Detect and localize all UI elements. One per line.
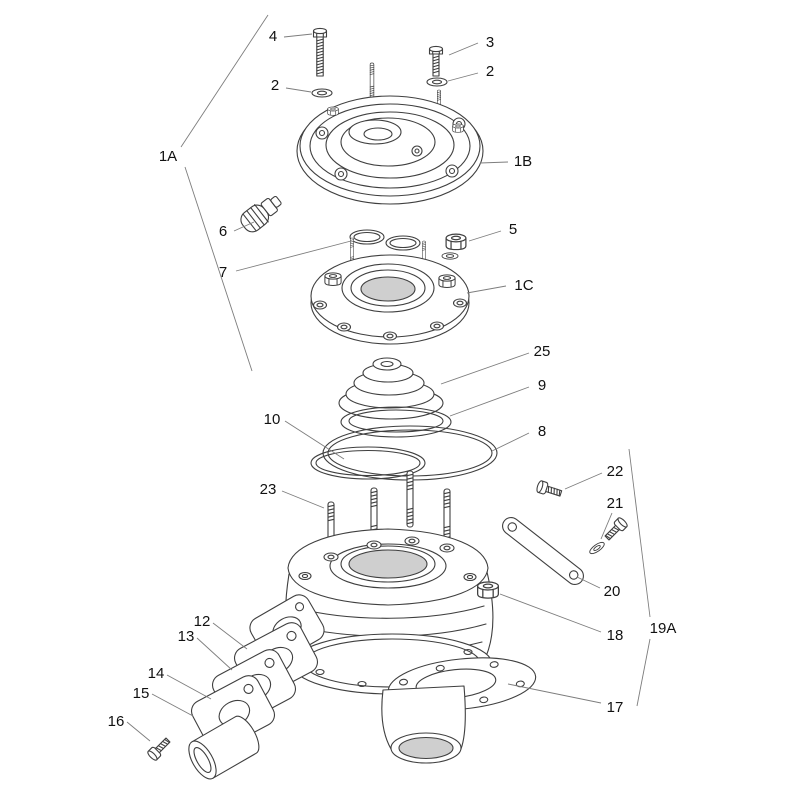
callout-16: 16 (108, 713, 125, 730)
callout-4: 4 (269, 28, 277, 45)
leader-22 (564, 472, 603, 490)
small-screw-21 (602, 515, 630, 543)
leader-17 (507, 683, 602, 704)
callout-1B: 1B (514, 153, 532, 170)
leader-8 (491, 432, 530, 452)
leader-lines (126, 33, 613, 742)
callout-12: 12 (194, 613, 211, 630)
callout-20: 20 (604, 583, 621, 600)
leader-2-right (447, 72, 479, 82)
exhaust-bolt-16 (145, 735, 173, 763)
callout-23: 23 (260, 481, 277, 498)
group-bracket-1A (180, 14, 269, 372)
callout-5: 5 (509, 221, 517, 238)
callout-14: 14 (148, 665, 165, 682)
leader-25 (440, 352, 530, 385)
callout-7: 7 (219, 264, 227, 281)
leader-20 (576, 576, 601, 589)
exhaust-spacer (188, 715, 260, 780)
callout-1C: 1C (514, 277, 533, 294)
callout-2-right: 2 (486, 63, 494, 80)
leader-10 (284, 420, 345, 460)
callout-18: 18 (607, 627, 624, 644)
callout-1A: 1A (159, 148, 177, 165)
small-screw-22 (535, 479, 564, 500)
short-bolt-3 (428, 45, 444, 77)
cylinder-skirt (381, 685, 466, 764)
o-ring-pair (349, 229, 421, 251)
washer-2-left (311, 88, 333, 98)
leader-21 (600, 512, 613, 540)
callout-labels: 4 3 2 2 1A 1B 6 5 7 1C 25 9 10 8 22 21 2… (108, 28, 677, 730)
callout-9: 9 (538, 377, 546, 394)
flange-stud-holes (298, 536, 477, 582)
insert-ring (340, 406, 452, 438)
callout-6: 6 (219, 223, 227, 240)
leader-16 (126, 721, 151, 742)
hex-nut-5 (441, 233, 467, 260)
leader-3 (448, 42, 479, 56)
callout-3: 3 (486, 34, 494, 51)
leader-1C (466, 285, 507, 294)
leader-15 (151, 693, 194, 717)
leader-23 (281, 490, 325, 509)
callout-13: 13 (178, 628, 195, 645)
washer-2-right (426, 77, 448, 87)
washer-21 (587, 539, 607, 557)
large-o-ring (310, 446, 426, 480)
threaded-plug (240, 196, 282, 233)
cylinder-head-cover (296, 95, 484, 205)
callout-2-left: 2 (271, 77, 279, 94)
cover-stud-left (369, 62, 375, 99)
callout-10: 10 (264, 411, 281, 428)
flange-nut-18 (477, 581, 499, 599)
callout-8: 8 (538, 423, 546, 440)
leader-14 (166, 674, 212, 700)
callout-15: 15 (133, 685, 150, 702)
cylinder-block (249, 528, 494, 695)
long-bolt-4 (312, 27, 328, 77)
leader-7 (235, 240, 352, 272)
callout-25: 25 (534, 343, 551, 360)
leader-18 (499, 593, 602, 633)
leader-1B (479, 161, 509, 164)
leader-2-left (285, 87, 312, 93)
leader-4 (283, 33, 313, 38)
inner-head (310, 237, 470, 345)
combustion-insert (338, 357, 444, 420)
leader-9 (449, 386, 530, 417)
leader-13 (196, 637, 233, 671)
inner-head-bolt-holes (312, 298, 468, 341)
callout-17: 17 (607, 699, 624, 716)
leader-6 (233, 221, 255, 232)
callout-19A: 19A (650, 620, 677, 637)
callout-22: 22 (607, 463, 624, 480)
strap-bracket (502, 517, 584, 585)
group-bracket-19A (628, 448, 651, 707)
callout-21: 21 (607, 495, 624, 512)
leader-5 (468, 230, 502, 242)
leader-12 (212, 622, 248, 650)
